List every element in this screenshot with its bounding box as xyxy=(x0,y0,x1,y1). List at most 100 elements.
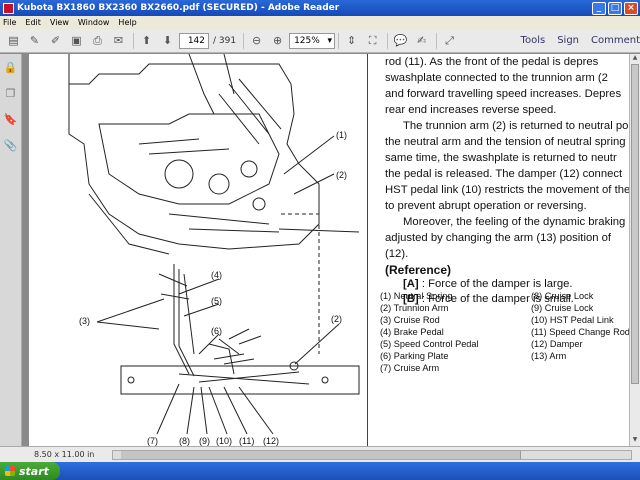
text-line: rear end increases reverse speed. xyxy=(385,104,557,116)
legend-item: (9) Cruise Lock xyxy=(531,303,594,313)
text-line: rod (11). As the front of the pedal is d… xyxy=(385,56,599,68)
legend-item: (6) Parking Plate xyxy=(380,351,449,361)
legend-item: (13) Arm xyxy=(531,351,567,361)
start-label: start xyxy=(19,464,49,478)
callout-4: (4) xyxy=(211,270,222,280)
text-line: and forward travelling speed increases. … xyxy=(385,88,622,100)
text-line: Moreover, the feeling of the dynamic bra… xyxy=(403,216,626,228)
body-text: rod (11). As the front of the pedal is d… xyxy=(385,54,629,307)
callout-3: (3) xyxy=(79,316,90,326)
window-title: Kubota BX1860 BX2360 BX2660.pdf (SECURED… xyxy=(17,3,340,13)
scroll-up-icon[interactable]: ▲ xyxy=(632,54,638,61)
navigation-pane: 🔒 ❐ 🔖 📎 xyxy=(0,54,22,446)
close-button[interactable]: × xyxy=(624,1,638,15)
zoom-select[interactable]: 125% ▾ xyxy=(289,32,336,49)
callout-8: (8) xyxy=(179,436,190,446)
scroll-thumb[interactable] xyxy=(631,64,639,384)
sign-link[interactable]: Sign xyxy=(557,35,579,46)
status-bar: 8.50 x 11.00 in xyxy=(0,446,640,462)
fit-page-icon[interactable]: ⇕ xyxy=(346,34,357,47)
legend-item: (10) HST Pedal Link xyxy=(531,315,614,325)
legend-item: (2) Trunnion Arm xyxy=(380,303,449,313)
zoom-out-icon[interactable]: ⊖ xyxy=(251,34,262,47)
bookmark-icon[interactable]: 🔖 xyxy=(3,112,18,126)
text-line: (12). xyxy=(385,248,409,260)
document-view: (1) (2) (4) (5) (3) (6) (2) (7) (8) (9) … xyxy=(23,54,629,446)
menu-file[interactable]: File xyxy=(3,18,17,27)
legend-item: (5) Speed Control Pedal xyxy=(380,339,479,349)
text-line: same time, the swashplate is returned to… xyxy=(385,152,617,164)
print-icon[interactable]: ⎙ xyxy=(93,33,102,47)
menu-window[interactable]: Window xyxy=(77,18,110,27)
create-pdf-icon[interactable]: ✎ xyxy=(29,34,40,47)
page-size: 8.50 x 11.00 in xyxy=(34,450,95,459)
horizontal-scrollbar[interactable] xyxy=(112,450,632,460)
next-page-icon[interactable]: ⬇ xyxy=(162,34,173,47)
windows-logo-icon xyxy=(5,466,15,476)
minimize-button[interactable]: _ xyxy=(592,1,606,15)
parts-legend: (1) Neutral Spring (2) Trunnion Arm (3) … xyxy=(380,290,629,374)
reference-heading: (Reference) xyxy=(385,263,452,277)
callout-6: (6) xyxy=(211,326,222,336)
comment-link[interactable]: Comment xyxy=(591,35,640,46)
callout-11: (11) xyxy=(239,436,254,446)
text-line: the neutral arm and the tension of neutr… xyxy=(385,136,626,148)
tools-link[interactable]: Tools xyxy=(520,35,546,46)
comment-icon[interactable]: 💬 xyxy=(393,34,408,47)
text-line: HST pedal link (10) restricts the moveme… xyxy=(385,184,629,196)
callout-12: (12) xyxy=(263,436,279,446)
legend-item: (3) Cruise Rod xyxy=(380,315,440,325)
callout-1: (1) xyxy=(336,130,347,140)
menu-view[interactable]: View xyxy=(49,18,69,27)
legend-item: (8) Cruise Lock xyxy=(531,291,594,301)
legend-item: (7) Cruise Arm xyxy=(380,363,440,373)
menu-help[interactable]: Help xyxy=(118,18,137,27)
page-divider xyxy=(367,54,368,446)
start-button[interactable]: start xyxy=(0,462,60,480)
scroll-down-icon[interactable]: ▼ xyxy=(632,436,638,443)
callout-5: (5) xyxy=(211,296,222,306)
title-bar: Kubota BX1860 BX2360 BX2660.pdf (SECURED… xyxy=(0,0,640,16)
callout-2: (2) xyxy=(336,170,347,180)
reference-b: [B] : Force of the damper is small. xyxy=(403,293,574,305)
attachment-icon[interactable]: 📎 xyxy=(3,138,18,152)
legend-item: (11) Speed Change Rod xyxy=(531,327,629,337)
pages-icon[interactable]: ❐ xyxy=(5,86,16,100)
expand-icon[interactable]: ⤢ xyxy=(445,33,454,47)
menu-edit[interactable]: Edit xyxy=(25,18,41,27)
scroll-thumb-horizontal[interactable] xyxy=(121,451,521,459)
open-icon[interactable]: ▤ xyxy=(8,34,19,47)
email-icon[interactable]: ✉ xyxy=(113,34,124,47)
text-line: adjusted by changing the arm (13) positi… xyxy=(385,232,612,244)
callout-9: (9) xyxy=(199,436,210,446)
zoom-value: 125% xyxy=(294,35,320,46)
lock-icon[interactable]: 🔒 xyxy=(3,60,18,74)
page-number-input[interactable]: 142 xyxy=(179,32,209,49)
previous-page-icon[interactable]: ⬆ xyxy=(141,34,152,47)
callout-10: (10) xyxy=(216,436,232,446)
reference-a: [A] : Force of the damper is large. xyxy=(403,278,573,290)
legend-item: (12) Damper xyxy=(531,339,583,349)
edit-icon[interactable]: ✐ xyxy=(50,34,61,47)
legend-column-right: (8) Cruise Lock (9) Cruise Lock (10) HST… xyxy=(531,290,629,362)
text-line: the pedal is released. The damper (12) c… xyxy=(385,168,623,180)
callout-2-lower: (2) xyxy=(331,314,342,324)
adobe-reader-icon xyxy=(3,2,14,14)
menu-bar: File Edit View Window Help xyxy=(0,16,640,29)
zoom-in-icon[interactable]: ⊕ xyxy=(272,34,283,47)
vertical-scrollbar[interactable]: ▲ ▼ xyxy=(629,54,640,446)
legend-item: (1) Neutral Spring xyxy=(380,291,453,301)
save-icon[interactable]: ▣ xyxy=(71,34,82,47)
text-line: to prevent abrupt operation or reversing… xyxy=(385,200,587,212)
maximize-button[interactable]: □ xyxy=(608,1,622,15)
hst-pedal-diagram: (1) (2) (4) (5) (3) (6) (2) (7) (8) (9) … xyxy=(68,54,360,446)
fullscreen-icon[interactable]: ⛶ xyxy=(368,33,377,47)
text-line: The trunnion arm (2) is returned to neut… xyxy=(403,120,629,132)
callout-7: (7) xyxy=(147,436,158,446)
legend-item: (4) Brake Pedal xyxy=(380,327,444,337)
taskbar: start xyxy=(0,462,640,480)
text-line: swashplate connected to the trunnion arm… xyxy=(385,72,608,84)
highlight-icon[interactable]: ✍ xyxy=(416,34,427,47)
toolbar: ▤ ✎ ✐ ▣ ⎙ ✉ ⬆ ⬇ 142 / 391 ⊖ ⊕ 125% ▾ ⇕ ⛶… xyxy=(0,29,640,53)
pdf-page: (1) (2) (4) (5) (3) (6) (2) (7) (8) (9) … xyxy=(29,54,629,446)
